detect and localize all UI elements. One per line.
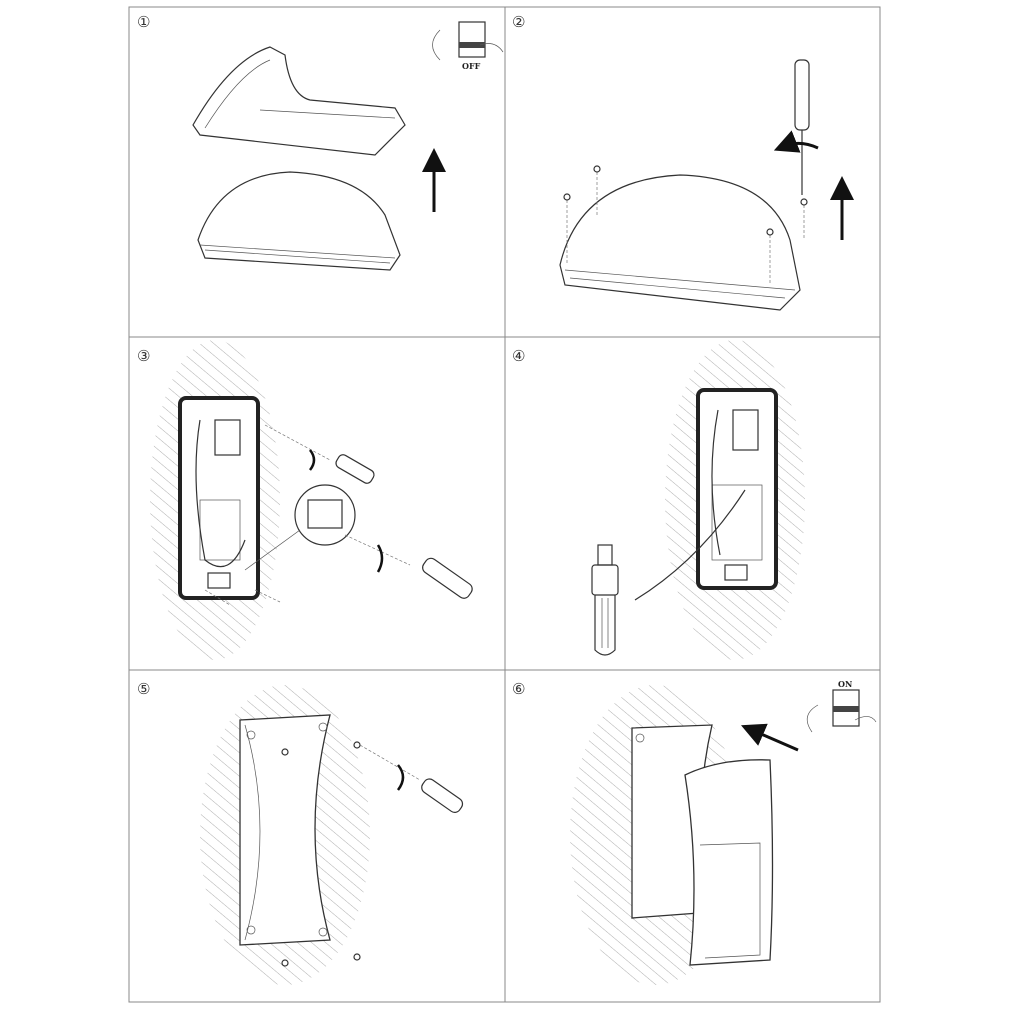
lamp-body xyxy=(239,714,331,946)
arrow-icon xyxy=(740,723,799,752)
screws xyxy=(563,165,808,285)
step-number: ① xyxy=(137,13,150,31)
terminal-detail xyxy=(244,484,356,571)
step-number: ② xyxy=(512,13,525,31)
switch-on-icon: ON xyxy=(806,679,877,733)
mounting-base xyxy=(178,396,260,600)
lamp-cover xyxy=(192,46,406,156)
screwdriver-icon xyxy=(359,744,464,813)
mounting-base xyxy=(696,388,778,590)
step-number: ⑤ xyxy=(137,680,150,698)
step-4-panel: ④ xyxy=(512,340,805,660)
screwdriver-icon xyxy=(264,424,375,484)
step-3-panel: ③ xyxy=(137,340,473,660)
lamp-diffuser xyxy=(197,171,401,271)
switch-off-icon: OFF xyxy=(432,21,504,71)
step-5-panel: ⑤ xyxy=(137,680,464,985)
switch-label: ON xyxy=(838,679,852,689)
step-number: ④ xyxy=(512,347,525,365)
panel-grid xyxy=(128,6,881,1003)
lamp-diffuser xyxy=(559,174,801,311)
step-1-panel: ① OFF xyxy=(137,13,504,271)
lamp-cover xyxy=(684,759,774,966)
screwdriver-icon xyxy=(773,59,819,195)
screwdriver-icon xyxy=(344,534,473,599)
step-number: ③ xyxy=(137,347,150,365)
step-2-panel: ② xyxy=(512,13,854,311)
step-number: ⑥ xyxy=(512,680,525,698)
switch-label: OFF xyxy=(462,61,481,71)
bulb-icon xyxy=(591,544,619,656)
step-6-panel: ⑥ ON xyxy=(512,679,877,985)
